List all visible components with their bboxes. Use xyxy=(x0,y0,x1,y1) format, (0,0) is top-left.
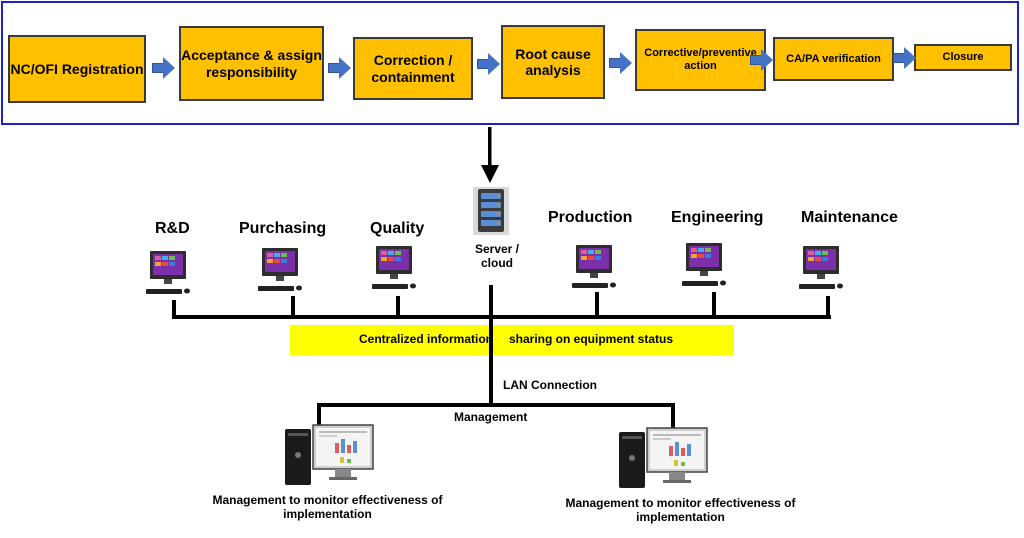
desktop-computer-icon xyxy=(258,248,302,291)
step-root-cause-analysis: Root cause analysis xyxy=(501,25,605,99)
drop-line xyxy=(595,292,599,318)
drop-line xyxy=(671,403,675,428)
dept-purchasing: Purchasing xyxy=(239,220,327,237)
desktop-computer-icon xyxy=(682,243,726,286)
department-bus-line xyxy=(172,315,831,319)
desktop-computer-icon xyxy=(146,251,190,294)
step-acceptance-assign: Acceptance & assign responsibility xyxy=(179,26,324,101)
workstation-icon xyxy=(285,424,374,485)
dept-production: Production xyxy=(548,209,633,226)
banner-text-right: sharing on equipment status xyxy=(509,332,674,346)
desktop-computer-icon xyxy=(372,246,416,289)
dept-engineering: Engineering xyxy=(671,209,764,226)
desktop-computer-icon xyxy=(572,245,616,288)
management-bus-line xyxy=(317,403,675,407)
lan-trunk-line xyxy=(489,285,493,405)
desktop-computer-icon xyxy=(799,246,843,289)
step-capa-verification: CA/PA verification xyxy=(773,37,894,81)
server-icon xyxy=(473,187,509,235)
down-arrow-icon xyxy=(481,127,499,183)
drop-line xyxy=(317,403,321,425)
drop-line xyxy=(396,296,400,318)
dept-rnd: R&D xyxy=(155,220,190,237)
lan-connection-label: LAN Connection xyxy=(503,378,597,392)
drop-line xyxy=(826,296,830,318)
server-label: Server / cloud xyxy=(474,242,520,271)
dept-maintenance: Maintenance xyxy=(801,209,898,226)
management-caption-left: Management to monitor effectiveness of i… xyxy=(212,493,443,522)
step-closure: Closure xyxy=(914,44,1012,71)
drop-line xyxy=(291,296,295,318)
step-nc-ofi-registration: NC/OFI Registration xyxy=(8,35,146,103)
dept-quality: Quality xyxy=(370,220,425,237)
management-label: Management xyxy=(454,410,528,424)
drop-line xyxy=(712,292,716,318)
step-correction-containment: Correction / containment xyxy=(353,37,473,100)
management-caption-right: Management to monitor effectiveness of i… xyxy=(565,496,796,525)
process-frame xyxy=(1,1,1019,125)
info-banner xyxy=(290,325,734,355)
banner-text-left: Centralized information xyxy=(359,332,494,346)
drop-line xyxy=(172,300,176,318)
step-corrective-preventive-action: Corrective/preventive action xyxy=(635,29,766,91)
workstation-icon xyxy=(619,427,708,488)
